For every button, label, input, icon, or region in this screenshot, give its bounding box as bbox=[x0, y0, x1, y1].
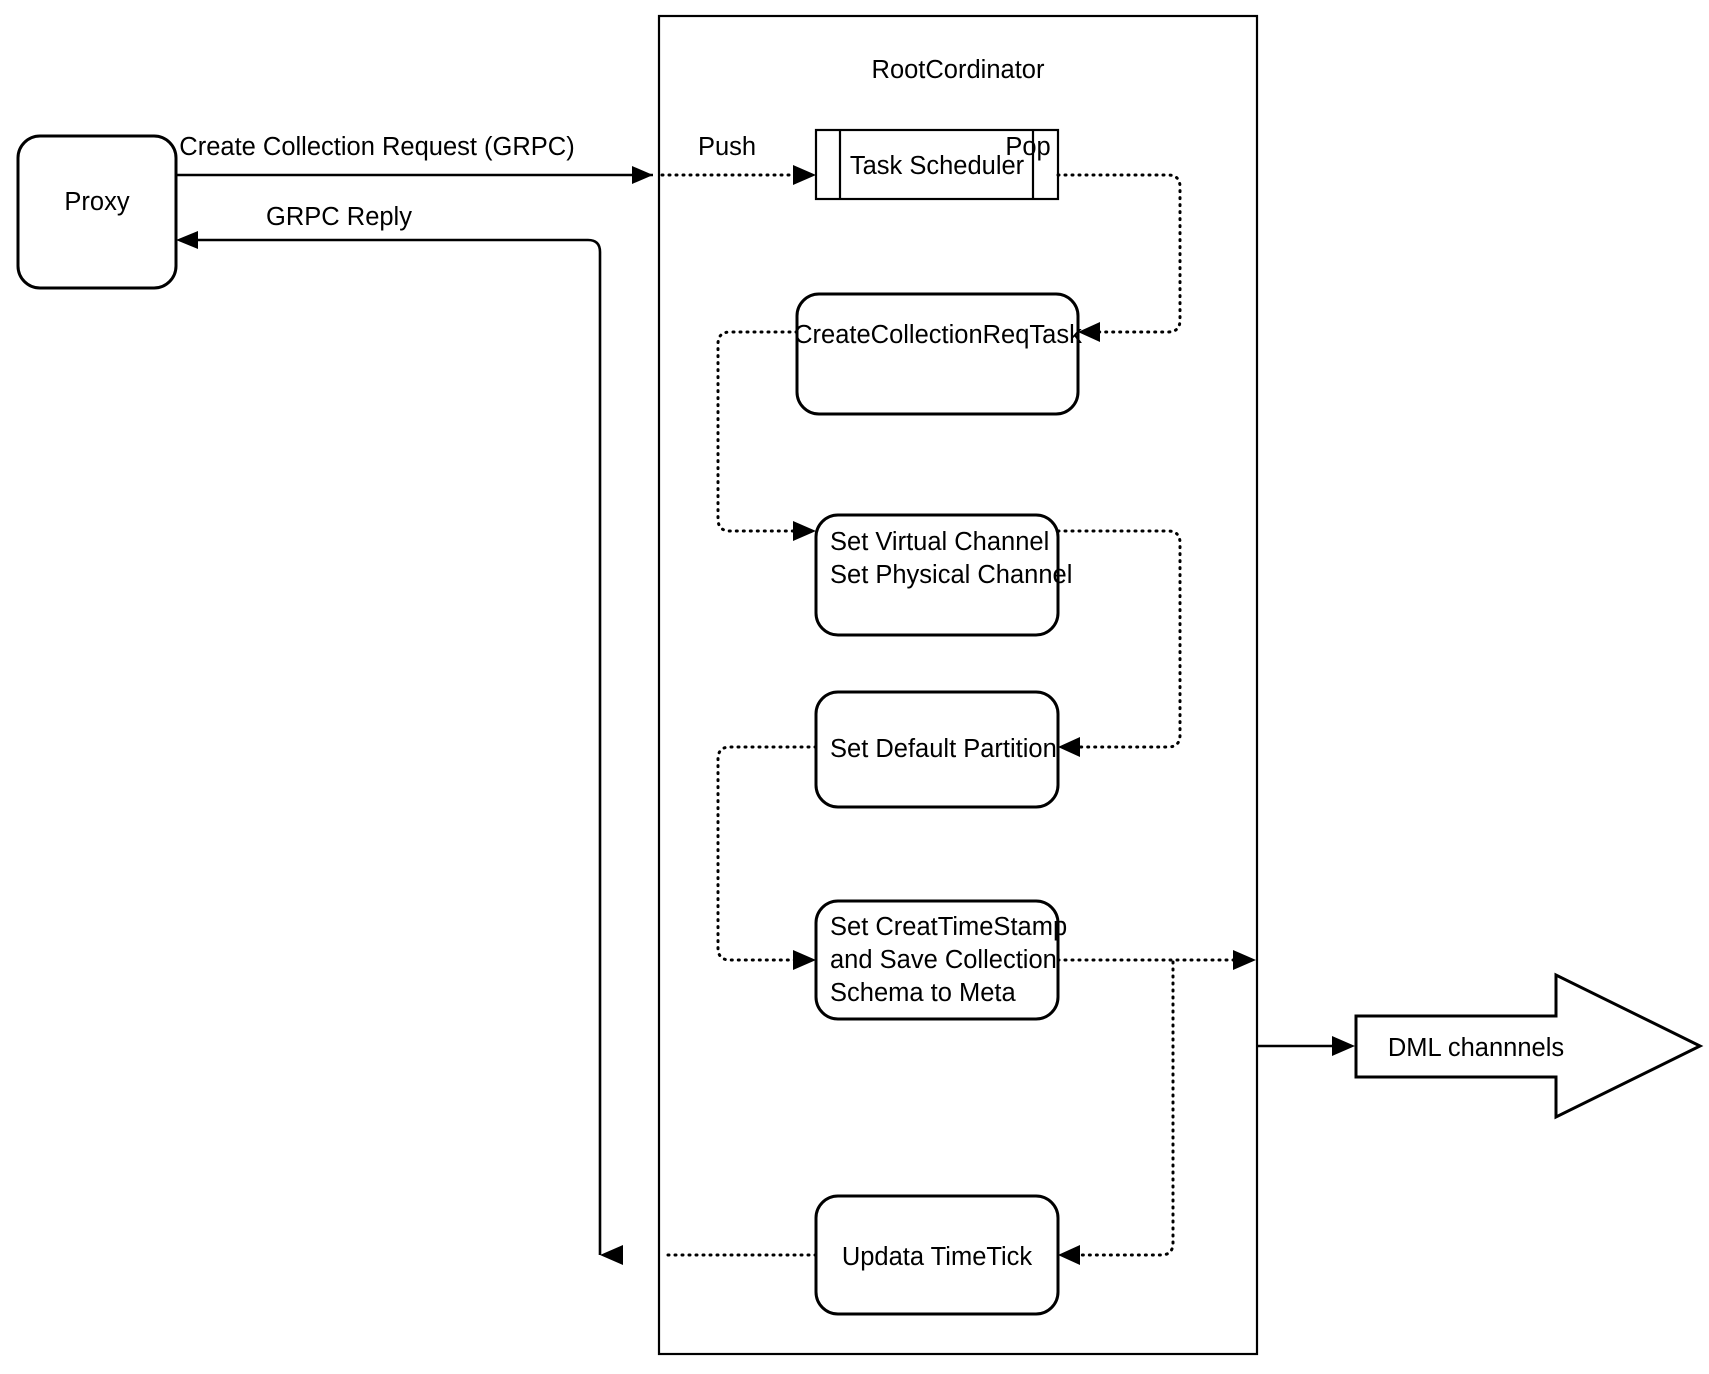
pop-arrowhead bbox=[1078, 322, 1100, 342]
create-collection-request-label: Create Collection Request (GRPC) bbox=[179, 133, 574, 161]
task-to-channels-arrowhead bbox=[793, 521, 816, 541]
channels-to-partition-line bbox=[1056, 529, 1182, 749]
set-channels-box[interactable] bbox=[814, 513, 1060, 637]
grpc-reply-line bbox=[188, 238, 602, 1255]
edge-timestamp-to-dml bbox=[1056, 950, 1355, 1056]
push-arrowhead bbox=[793, 165, 816, 185]
timetick-to-reply-arrowhead bbox=[600, 1245, 623, 1265]
node-set-channels[interactable]: Set Virtual Channel Set Physical Channel bbox=[814, 513, 1072, 637]
create-collection-req-task-box[interactable] bbox=[795, 292, 1080, 416]
node-create-collection-req-task[interactable]: CreateCollectionReqTask bbox=[794, 292, 1082, 416]
proxy-box[interactable] bbox=[16, 134, 178, 290]
rootcordinator-title: RootCordinator bbox=[872, 56, 1045, 84]
timestamp-to-dml-arrowhead bbox=[1332, 1036, 1355, 1056]
partition-to-timestamp-line bbox=[716, 745, 818, 962]
grpc-reply-label: GRPC Reply bbox=[266, 203, 412, 231]
edge-timestamp-to-timetick bbox=[1058, 960, 1175, 1265]
timestamp-to-dml-arrowhead-boundary bbox=[1233, 950, 1256, 970]
task-scheduler-box[interactable] bbox=[814, 128, 1060, 201]
edge-channels-to-partition bbox=[1056, 529, 1182, 757]
create-collection-request-arrowhead bbox=[632, 166, 653, 184]
edge-grpc-reply: GRPC Reply bbox=[176, 203, 602, 1255]
edge-pop: Pop bbox=[1005, 133, 1182, 342]
set-default-partition-box[interactable] bbox=[814, 690, 1060, 809]
edge-timetick-to-reply bbox=[600, 1245, 818, 1265]
node-proxy[interactable]: Proxy bbox=[16, 134, 178, 290]
node-set-default-partition[interactable]: Set Default Partition bbox=[814, 690, 1060, 809]
partition-to-timestamp-arrowhead bbox=[793, 950, 816, 970]
edge-task-to-channels bbox=[716, 330, 816, 541]
dml-channels-label: DML channnels bbox=[1388, 1034, 1564, 1062]
edge-partition-to-timestamp bbox=[716, 745, 818, 970]
push-label: Push bbox=[698, 133, 756, 161]
task-to-channels-line bbox=[716, 330, 808, 533]
set-default-partition-label: Set Default Partition bbox=[830, 735, 1057, 763]
set-channels-line-1: Set Virtual Channel bbox=[830, 528, 1049, 556]
rootcordinator-container: RootCordinator bbox=[657, 14, 1259, 1356]
pop-line bbox=[1056, 173, 1182, 334]
task-scheduler-label: Task Scheduler bbox=[850, 152, 1025, 180]
edge-create-collection-request: Create Collection Request (GRPC) bbox=[176, 133, 653, 184]
set-creat-timestamp-line-3: Schema to Meta bbox=[830, 979, 1016, 1007]
set-creat-timestamp-label: Set CreatTimeStamp and Save Collection S… bbox=[830, 913, 1074, 1007]
dml-channels-arrow-shape[interactable] bbox=[1354, 972, 1704, 1120]
timestamp-to-timetick-arrowhead bbox=[1058, 1245, 1080, 1265]
node-updata-timetick[interactable]: Updata TimeTick bbox=[814, 1194, 1060, 1316]
node-task-scheduler[interactable]: Task Scheduler bbox=[814, 128, 1060, 201]
channels-to-partition-arrowhead bbox=[1058, 737, 1080, 757]
pop-label: Pop bbox=[1005, 133, 1050, 161]
timestamp-to-timetick-line bbox=[1068, 960, 1175, 1257]
edge-push: Push bbox=[660, 133, 816, 185]
set-creat-timestamp-line-1: Set CreatTimeStamp bbox=[830, 913, 1067, 941]
node-set-creat-timestamp[interactable]: Set CreatTimeStamp and Save Collection S… bbox=[814, 899, 1074, 1021]
updata-timetick-label: Updata TimeTick bbox=[842, 1243, 1033, 1271]
create-collection-req-task-label: CreateCollectionReqTask bbox=[794, 321, 1082, 349]
set-channels-label: Set Virtual Channel Set Physical Channel bbox=[830, 528, 1072, 589]
node-dml-channels[interactable]: DML channnels bbox=[1354, 972, 1704, 1120]
rootcordinator-boundary bbox=[657, 14, 1259, 1356]
grpc-reply-arrowhead bbox=[176, 231, 198, 249]
set-channels-line-2: Set Physical Channel bbox=[830, 561, 1072, 589]
set-creat-timestamp-line-2: and Save Collection bbox=[830, 946, 1057, 974]
proxy-label: Proxy bbox=[64, 188, 129, 216]
